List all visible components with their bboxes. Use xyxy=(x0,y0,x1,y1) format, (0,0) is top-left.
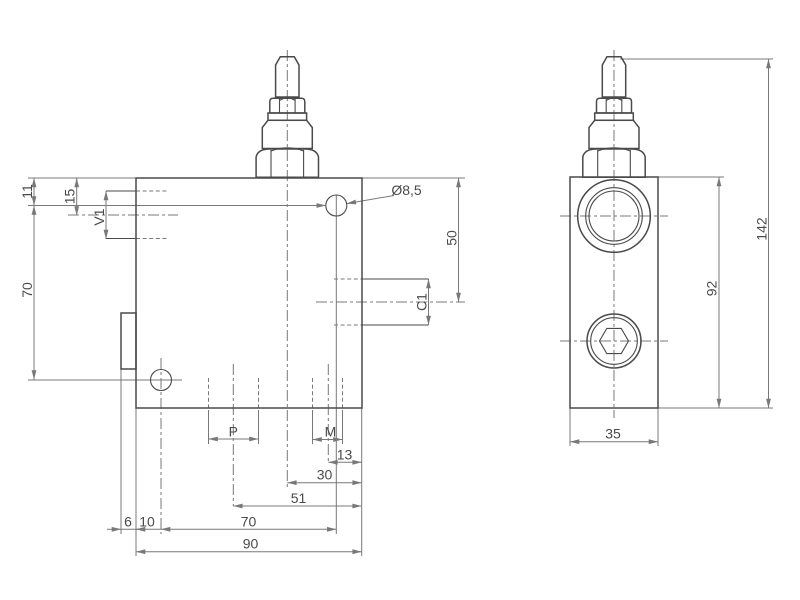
dim-90-label: 90 xyxy=(243,536,259,552)
front-view xyxy=(106,55,429,409)
dim-11-label: 11 xyxy=(19,184,35,199)
hex-socket-plug xyxy=(586,313,642,369)
mounting-hole-bottom xyxy=(149,368,173,392)
dimension-lines xyxy=(31,58,771,555)
dim-35-label: 35 xyxy=(605,426,621,442)
valve-body-front xyxy=(135,177,363,409)
extension-lines xyxy=(28,58,773,556)
hole-leader-line xyxy=(346,195,395,205)
dim-70-vertical-label: 70 xyxy=(19,282,35,298)
top-port-boss xyxy=(576,178,652,254)
side-tab xyxy=(120,312,137,370)
mounting-hole-top xyxy=(325,194,348,217)
hidden-lines xyxy=(136,190,362,408)
centerlines xyxy=(68,50,668,534)
dim-142-label: 142 xyxy=(754,217,770,241)
port-v1-label: V1 xyxy=(91,208,107,225)
dim-92-label: 92 xyxy=(704,281,720,297)
dim-15-label: 15 xyxy=(62,189,78,205)
side-view xyxy=(569,55,659,409)
dim-30-label: 30 xyxy=(317,467,333,483)
dim-13-label: 13 xyxy=(337,446,353,462)
dim-6-label: 6 xyxy=(124,513,132,529)
dim-70-horizontal-label: 70 xyxy=(241,513,257,529)
port-c1-label: C1 xyxy=(414,293,430,311)
port-m-label: M xyxy=(325,424,337,440)
port-v1-outline xyxy=(106,190,136,240)
port-p-label: P xyxy=(229,424,238,440)
dim-50-label: 50 xyxy=(444,230,460,246)
hex-socket xyxy=(598,327,630,355)
dim-51-label: 51 xyxy=(291,490,307,506)
hole-diameter-label: Ø8,5 xyxy=(391,182,422,198)
port-c1-outline xyxy=(362,278,429,326)
labels: 11 70 15 V1 Ø8,5 50 C1 P M 13 30 51 70 6… xyxy=(19,182,770,552)
dim-10-label: 10 xyxy=(139,513,155,529)
